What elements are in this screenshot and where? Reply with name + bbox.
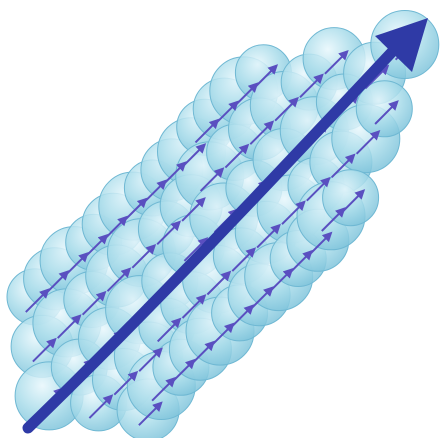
cell-circle [323,170,379,226]
cell-circle [356,81,412,137]
